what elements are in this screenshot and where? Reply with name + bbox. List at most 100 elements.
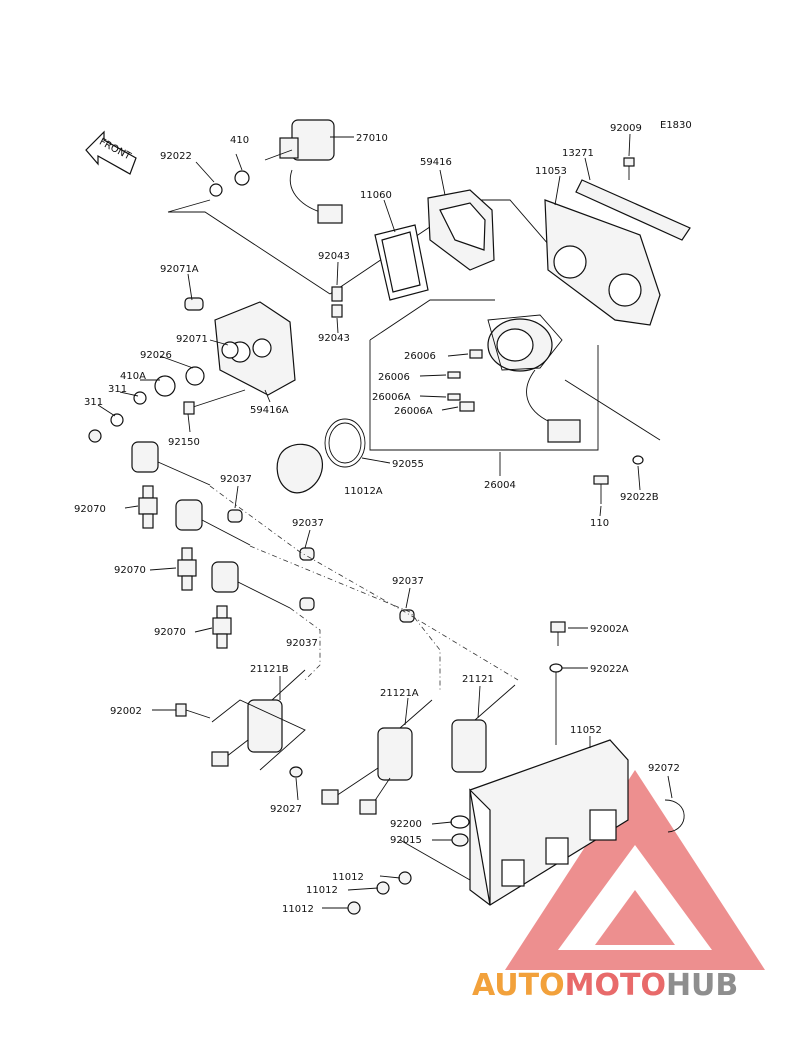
washer-410 [234, 170, 250, 186]
plug-cap-3 [211, 561, 291, 609]
label-311-a: 311 [84, 397, 103, 408]
label-92072: 92072 [648, 763, 680, 774]
pin-92043-a [331, 286, 343, 302]
spark-plug-92070-b [177, 547, 197, 591]
watermark-logo [505, 770, 765, 970]
watermark-text: AUTOMOTOHUB [472, 968, 738, 1003]
label-26004: 26004 [484, 480, 516, 491]
label-92055: 92055 [392, 459, 424, 470]
watermark-part2: MOTO [565, 968, 666, 1003]
clamp-92037-d [399, 609, 415, 623]
washer-92022B [632, 455, 644, 465]
part-92026 [185, 366, 205, 386]
label-92037-b: 92037 [292, 518, 324, 529]
pin-92043-b [331, 304, 343, 318]
label-92002A: 92002A [590, 624, 629, 635]
label-92043-b: 92043 [318, 333, 350, 344]
oring-92055-inner [328, 422, 362, 464]
label-92037-a: 92037 [220, 474, 252, 485]
label-21121B: 21121B [250, 664, 289, 675]
label-92022: 92022 [160, 151, 192, 162]
label-27010: 27010 [356, 133, 388, 144]
coil-21121B [211, 669, 306, 767]
label-311-b: 311 [108, 384, 127, 395]
nut-92015 [451, 833, 469, 847]
label-11012-a: 11012 [332, 872, 364, 883]
label-92037-d: 92037 [286, 638, 318, 649]
label-13271: 13271 [562, 148, 594, 159]
label-21121: 21121 [462, 674, 494, 685]
label-11052: 11052 [570, 725, 602, 736]
clamp-92037-a [227, 509, 243, 523]
coil-21121A [321, 699, 433, 815]
label-410: 410 [230, 135, 249, 146]
label-92200: 92200 [390, 819, 422, 830]
label-92026: 92026 [140, 350, 172, 361]
label-11012-c: 11012 [282, 904, 314, 915]
label-26006A-a: 26006A [372, 392, 411, 403]
plug-cap-1 [131, 441, 211, 486]
label-26006-a: 26006 [404, 351, 436, 362]
label-92071: 92071 [176, 334, 208, 345]
part-92071A [184, 297, 204, 311]
bolt-92150 [183, 389, 246, 415]
part-13271 [575, 179, 691, 241]
label-92022B: 92022B [620, 492, 659, 503]
bolt-92009 [623, 157, 635, 180]
cap-11012A [276, 443, 323, 494]
part-27010 [264, 119, 354, 224]
clamp-92037-c [299, 597, 315, 611]
part-11012-a [398, 871, 412, 885]
label-92009: 92009 [610, 123, 642, 134]
clip-92072 [664, 799, 685, 833]
label-11060: 11060 [360, 190, 392, 201]
label-110: 110 [590, 518, 609, 529]
part-11053 [544, 199, 661, 326]
part-11060 [374, 224, 429, 301]
label-92037-c: 92037 [392, 576, 424, 587]
label-11012A: 11012A [344, 486, 383, 497]
washer-92200 [450, 815, 470, 829]
spark-plug-92070-a [138, 485, 158, 529]
label-92022A: 92022A [590, 664, 629, 675]
label-92070-c: 92070 [154, 627, 186, 638]
label-59416: 59416 [420, 157, 452, 168]
label-92015: 92015 [390, 835, 422, 846]
watermark-part1: AUTO [472, 968, 565, 1003]
coil-21121 [451, 684, 516, 773]
label-92070-b: 92070 [114, 565, 146, 576]
leader-lines [97, 133, 673, 909]
part-26006-b [447, 371, 461, 379]
part-11012-c [347, 901, 361, 915]
label-92002: 92002 [110, 706, 142, 717]
label-92071A: 92071A [160, 264, 199, 275]
watermark-part3: HUB [666, 968, 738, 1003]
label-21121A: 21121A [380, 688, 419, 699]
washer-410A [154, 375, 176, 397]
label-410A: 410A [120, 371, 146, 382]
nut-311 [88, 429, 102, 443]
label-92150: 92150 [168, 437, 200, 448]
oring-92055 [324, 418, 366, 468]
washer-311-a [133, 391, 147, 405]
bolt-110 [593, 475, 609, 504]
part-26006A-b [459, 401, 475, 412]
plug-cap-2 [175, 499, 251, 546]
label-26006-b: 26006 [378, 372, 410, 383]
label-11053: 11053 [535, 166, 567, 177]
bolt-92002 [175, 703, 211, 719]
part-26006A-a [447, 393, 461, 401]
label-26006A-b: 26006A [394, 406, 433, 417]
part-labels: 27010 410 92022 59416 92009 13271 11053 … [74, 123, 680, 915]
bolt-92002A [550, 621, 566, 646]
label-11012-b: 11012 [306, 885, 338, 896]
front-arrow-icon: FRONT [85, 130, 137, 175]
spark-plug-92070-c [212, 605, 232, 649]
part-26004 [487, 314, 581, 443]
label-59416A: 59416A [250, 405, 289, 416]
washer-311-b [110, 413, 124, 427]
bracket-11052 [469, 739, 629, 906]
label-92027: 92027 [270, 804, 302, 815]
part-59416 [427, 189, 495, 271]
